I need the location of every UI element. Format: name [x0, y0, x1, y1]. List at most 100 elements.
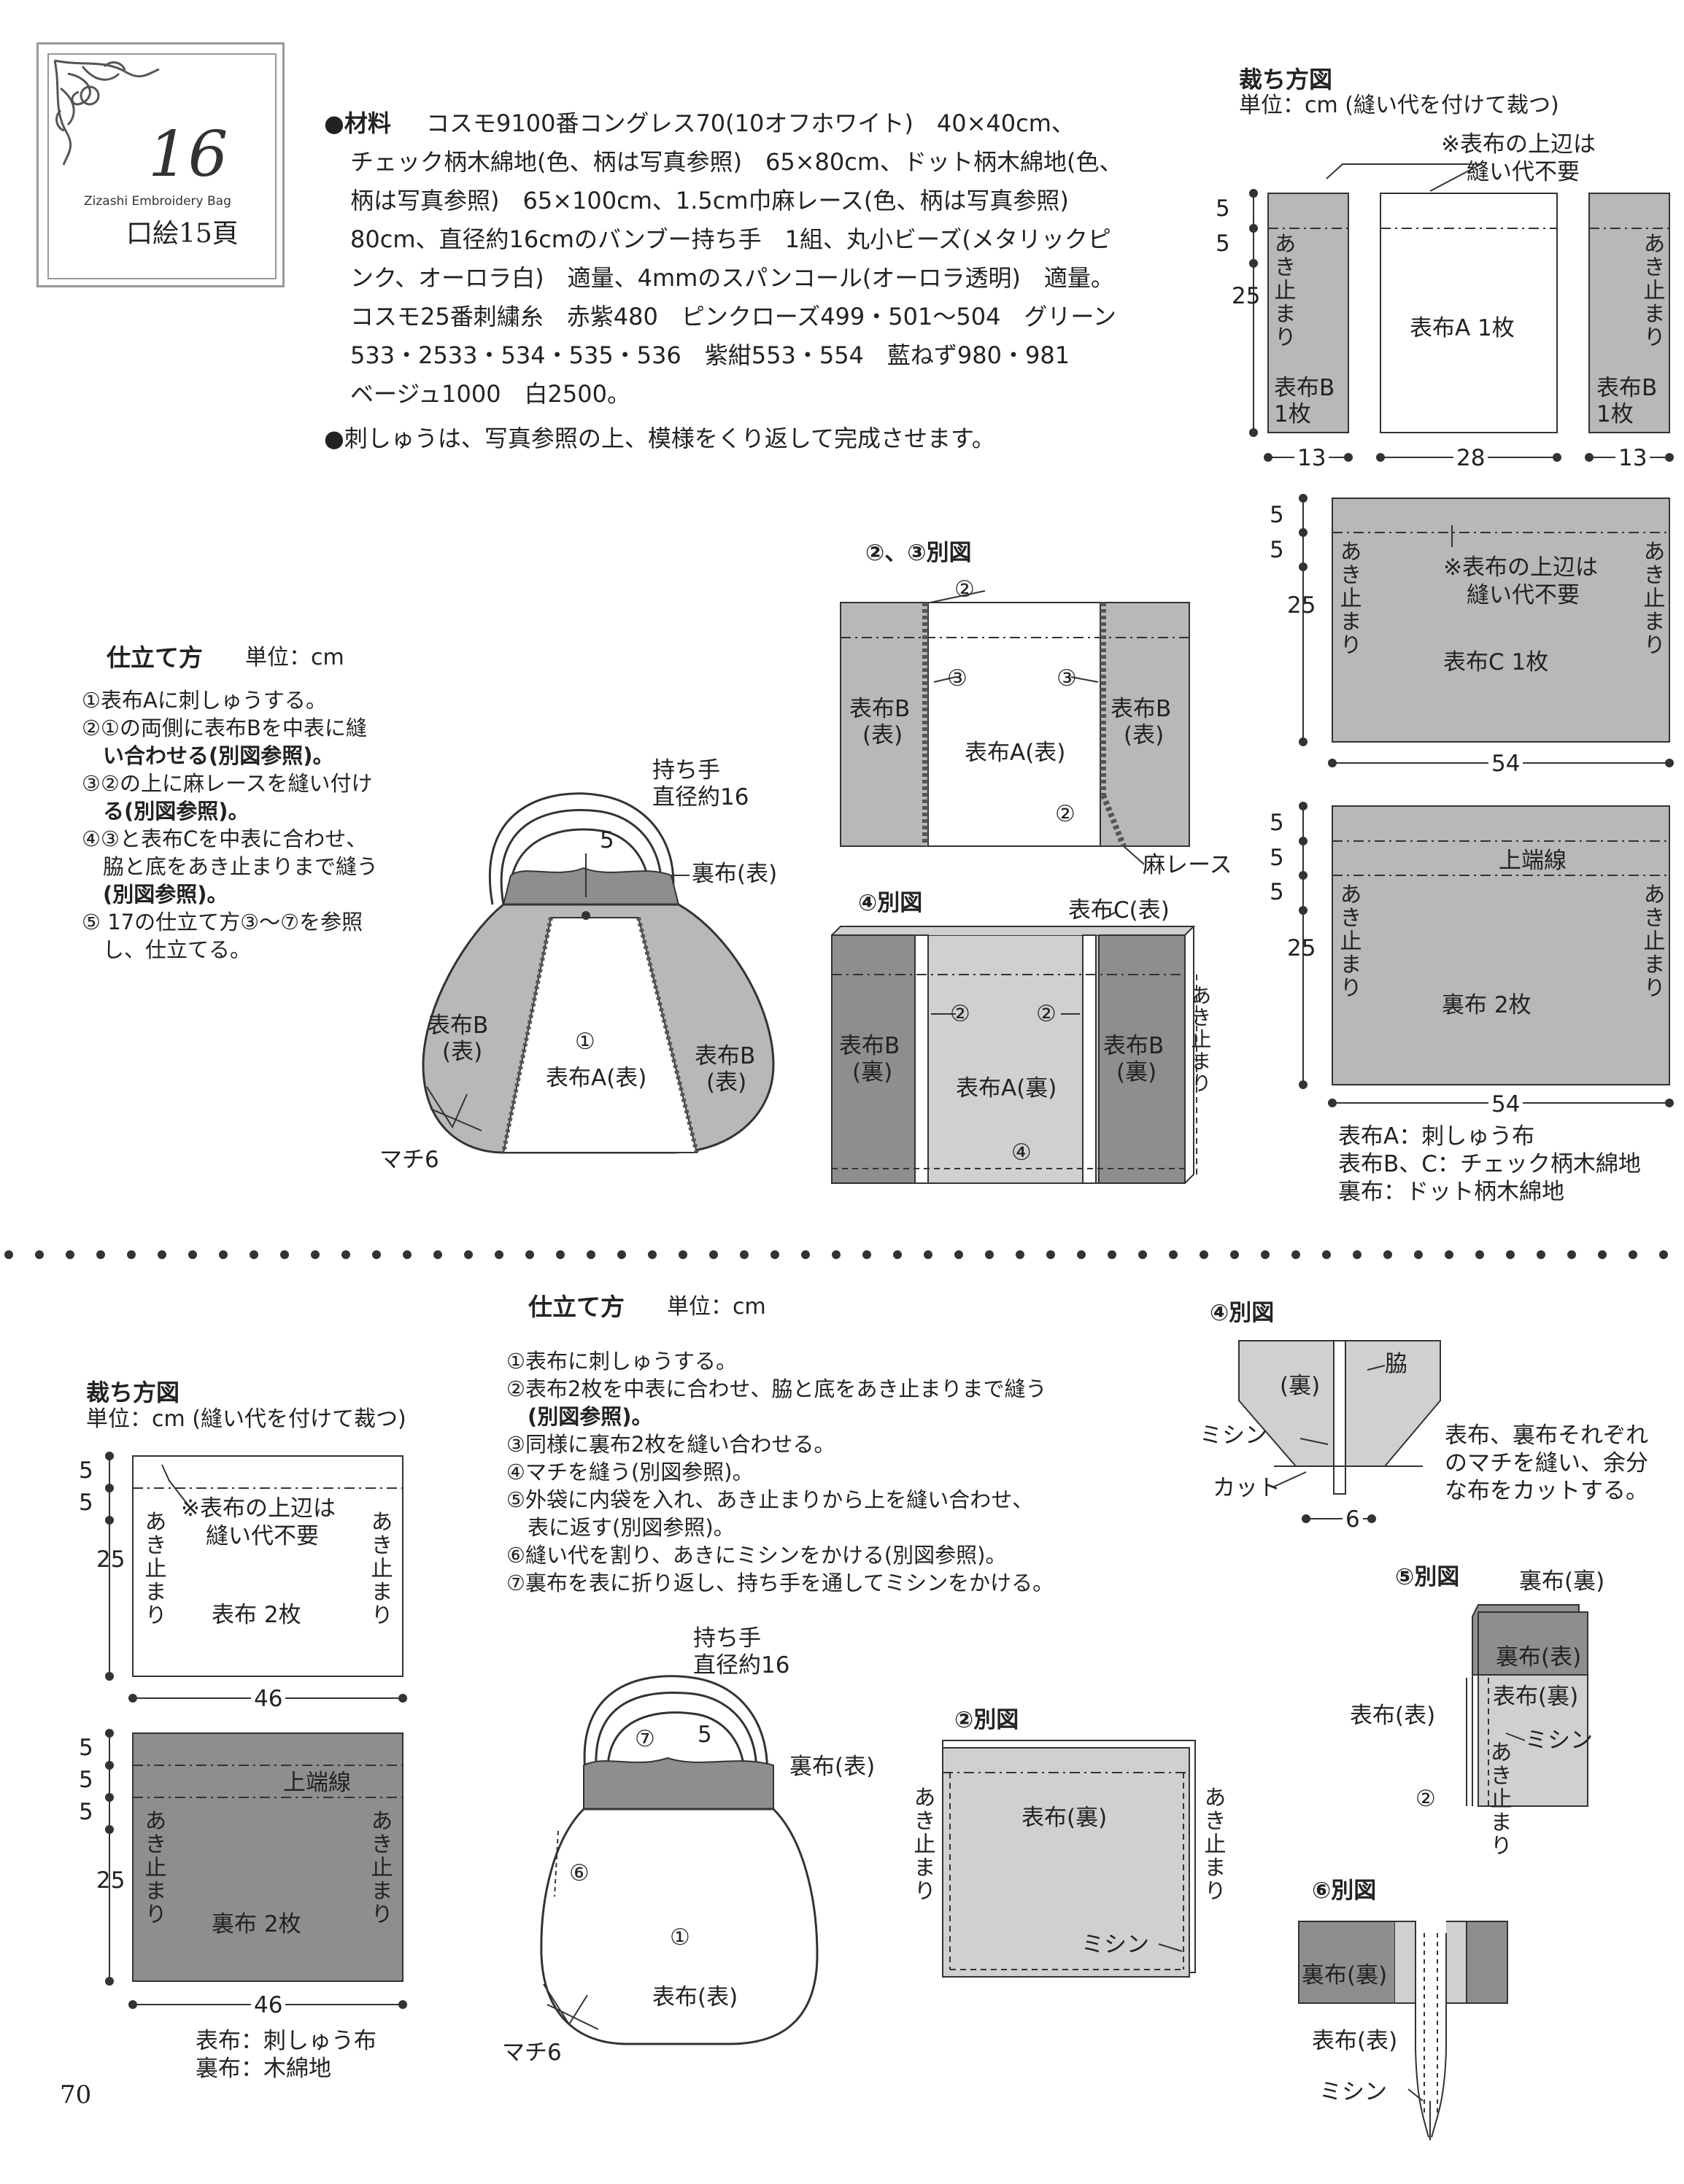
step-number: ③	[947, 665, 967, 692]
piece-label: 表布B	[695, 1043, 756, 1069]
desc-line: 表布、裏布それぞれ	[1445, 1422, 1648, 1449]
cut-unit: 単位：cm (縫い代を付けて裁つ)	[1239, 93, 1559, 118]
lining-piece-label: 裏布 2枚	[212, 1911, 301, 1937]
fig-title: ⑥別図	[1312, 1878, 1377, 1904]
piece-label: (表)	[442, 1039, 483, 1065]
opening-label: あき止まり	[1639, 232, 1665, 349]
step: ②①の両側に表布Bを中表に縫	[82, 716, 367, 740]
piece-b-count: 1枚	[1274, 401, 1311, 427]
piece-label: 表布(裏)	[1021, 1805, 1108, 1831]
step: ⑤ 17の仕立て方③〜⑦を参照	[82, 910, 363, 934]
top-line-label: 上端線	[1499, 848, 1567, 874]
legend-line: 表布A：刺しゅう布	[1338, 1123, 1535, 1150]
width-label: 46	[251, 1992, 286, 2020]
how-title: 仕立て方	[528, 1293, 625, 1321]
dim-label: 25	[1232, 283, 1261, 309]
dim-label: 5	[1270, 537, 1284, 563]
dim-label: 5	[698, 1722, 712, 1748]
piece-label: 表布B	[839, 1033, 900, 1059]
lining-label: 裏布(表)	[789, 1754, 876, 1780]
legend-line: 裏布：木綿地	[196, 2056, 331, 2082]
lining-label: 裏布(表)	[692, 861, 778, 887]
step: ②表布2枚を中表に合わせ、脇と底をあき止まりまで縫う	[506, 1376, 1047, 1401]
outer-label: 表布(表)	[1312, 2028, 1398, 2054]
piece-label: (表)	[862, 722, 903, 748]
step-number: ①	[575, 1029, 595, 1055]
piece-b-count: 1枚	[1596, 401, 1634, 427]
cut-note: 縫い代不要	[206, 1523, 319, 1549]
step-number: ②	[1055, 801, 1075, 827]
title-box: 16 Zizashi Embroidery Bag 口絵15頁	[36, 42, 285, 287]
step: る(別図参照)。	[82, 799, 250, 824]
opening-label: あき止まり	[1639, 883, 1665, 999]
fig-title: ②、③別図	[865, 540, 972, 566]
desc-line: な布をカットする。	[1445, 1478, 1648, 1504]
title-box-inner	[47, 53, 277, 279]
handle-label: 持ち手	[652, 757, 720, 783]
step: 脇と底をあき止まりまで縫う	[82, 854, 379, 879]
step: (別図参照)。	[506, 1404, 653, 1429]
step-number: ⑦	[635, 1726, 655, 1752]
piece-label: 表布(表)	[652, 1984, 738, 2010]
width-label: 54	[1488, 1091, 1523, 1119]
width-label: 54	[1488, 751, 1523, 778]
opening-label: あき止まり	[140, 1809, 166, 1926]
step: い合わせる(別図参照)。	[82, 743, 334, 768]
opening-label: あき止まり	[1200, 1786, 1226, 1902]
machine-label: ミシン	[1319, 2079, 1387, 2105]
step-number: ③	[1057, 665, 1077, 692]
step: ③同様に裏布2枚を縫い合わせる。	[506, 1432, 835, 1457]
top-line-label: 上端線	[283, 1770, 351, 1796]
piece-label: 表布B	[1111, 696, 1172, 722]
piece-label: (裏)	[852, 1059, 893, 1085]
how-unit: 単位：cm	[245, 645, 344, 670]
lining-back-label: 裏布(裏)	[1519, 1568, 1605, 1595]
step-number: ①	[670, 1924, 690, 1951]
piece-label: (表)	[706, 1069, 747, 1096]
side-label: 脇	[1385, 1351, 1407, 1377]
page-number: 70	[60, 2080, 92, 2110]
width-label: 46	[251, 1686, 286, 1713]
opening-label: あき止まり	[1639, 540, 1665, 657]
how-unit: 単位：cm	[667, 1294, 766, 1320]
width-label: 28	[1453, 445, 1488, 473]
outer-piece-label: 表布 2枚	[212, 1602, 301, 1628]
lining-label: 裏布(裏)	[1302, 1962, 1388, 1989]
piece-c-label: 表布C 1枚	[1443, 649, 1549, 675]
piece-b-label: 表布B	[1274, 375, 1335, 401]
dim-label: 25	[96, 1867, 125, 1894]
handle-size: 直径約16	[693, 1652, 790, 1678]
step-number: ②	[1415, 1786, 1436, 1812]
legend-line: 表布B、C：チェック柄木綿地	[1338, 1151, 1641, 1177]
dim-label: 25	[1287, 935, 1316, 961]
piece-label: 表布B	[1103, 1033, 1164, 1059]
dim-label: 25	[1287, 592, 1316, 619]
materials-label: ●材料	[324, 109, 391, 137]
piece-label: 表布B	[428, 1012, 489, 1039]
dim-label: 5	[600, 827, 614, 853]
piece-label: 表布B	[849, 696, 911, 722]
desc-line: のマチを縫い、余分	[1445, 1450, 1648, 1476]
piece-label: 表布A(裏)	[956, 1075, 1057, 1101]
step: ⑦裏布を表に折り返し、持ち手を通してミシンをかける。	[506, 1571, 1054, 1595]
bag-number: 16	[148, 118, 228, 191]
gusset-label: マチ6	[379, 1147, 439, 1173]
how-title: 仕立て方	[107, 643, 203, 672]
page-reference: 口絵15頁	[126, 219, 239, 249]
materials-line: 533・2533・534・535・536 紫紺553・554 藍ねず980・98…	[350, 341, 1070, 369]
opening-label: あき止まり	[909, 1786, 935, 1902]
handle-size: 直径約16	[652, 784, 749, 810]
opening-label: あき止まり	[1486, 1740, 1512, 1857]
fig-title: ②別図	[954, 1707, 1019, 1733]
dim-label: 5	[1270, 879, 1284, 905]
step-number: ②	[950, 1001, 970, 1027]
fig-title: ⑤別図	[1395, 1564, 1460, 1590]
piece-label: 表布C(表)	[1068, 897, 1170, 923]
cut-note: ※表布の上辺は	[181, 1495, 336, 1522]
dim-label: 5	[79, 1767, 93, 1793]
dim-label: 5	[1270, 845, 1284, 871]
dim-label: 5	[1216, 231, 1230, 257]
materials-line: ベージュ1000 白2500。	[350, 380, 630, 408]
materials-line: 柄は写真参照) 65×100cm、1.5cm巾麻レース(色、柄は写真参照)	[350, 187, 1069, 214]
cut-note: ※表布の上辺は	[1443, 554, 1598, 581]
